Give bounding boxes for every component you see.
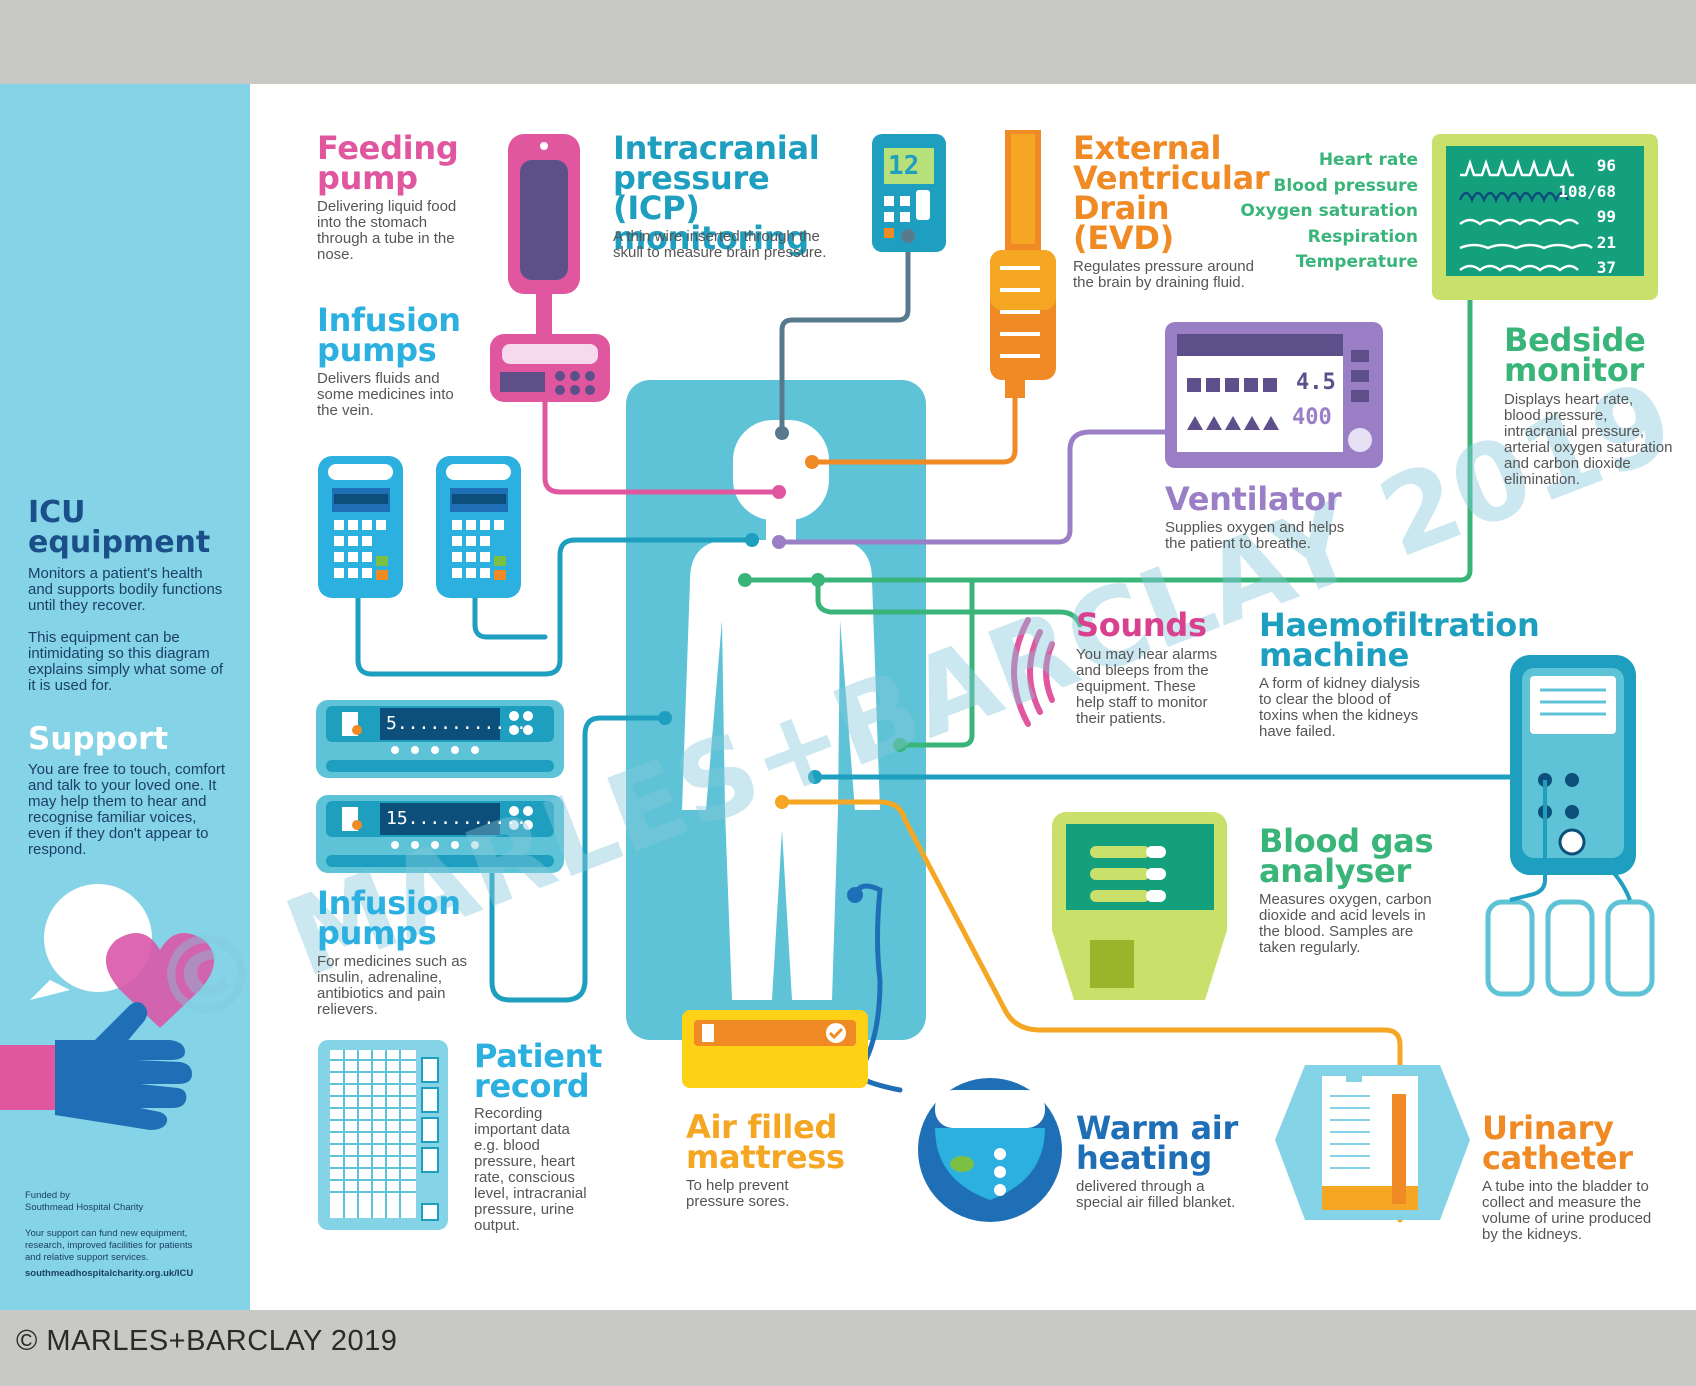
syringe-pump-icon-1	[316, 700, 564, 778]
infusion-pumps-desc-2: For medicines such as insulin, adrenalin…	[317, 953, 468, 1018]
feeding-pump-desc: Delivering liquid food into the stomach …	[317, 198, 457, 263]
bedside-monitor-title: Bedside monitor	[1504, 321, 1646, 389]
syringe-pump-reading-1: 5............	[386, 713, 527, 734]
vital-value-respiration: 21	[1596, 232, 1616, 252]
vital-label-oxygen: Oxygen saturation	[1240, 201, 1418, 221]
vital-label-temperature: Temperature	[1295, 252, 1418, 272]
icp-desc: A thin wire inserted through the skull t…	[613, 228, 827, 261]
icp-monitor-icon	[872, 134, 946, 252]
icu-equipment-title: ICU equipment	[28, 495, 211, 560]
sounds-title: Sounds	[1076, 606, 1207, 644]
vital-value-oxygen: 99	[1596, 207, 1616, 226]
frame-top	[0, 0, 1696, 84]
ventilator-title: Ventilator	[1165, 480, 1342, 518]
support-text: You are free to touch, comfort and talk …	[28, 761, 226, 858]
funded-by-label: Funded by	[25, 1190, 70, 1201]
icp-reading: 12	[888, 151, 920, 181]
infusion-pumps-title-1: Infusion pumps	[317, 301, 461, 369]
patient-figure	[682, 420, 880, 1000]
patient-record-desc: Recording important data e.g. blood pres…	[474, 1105, 587, 1234]
feeding-pump-title: Feeding pump	[317, 129, 459, 197]
footer-copyright: © MARLES+BARCLAY 2019	[16, 1325, 398, 1357]
sounds-icon	[1011, 617, 1055, 727]
patient-record-title: Patient record	[474, 1037, 603, 1105]
ventilator-desc: Supplies oxygen and helps the patient to…	[1165, 519, 1345, 552]
urinary-catheter-title: Urinary catheter	[1482, 1109, 1633, 1177]
urinary-catheter-desc: A tube into the bladder to collect and m…	[1482, 1178, 1652, 1243]
infusion-pump-blue-icon-2	[436, 456, 521, 598]
sounds-desc: You may hear alarms and bleeps from the …	[1076, 646, 1218, 727]
vital-labels: Heart rate Blood pressure Oxygen saturat…	[1200, 150, 1418, 278]
frame-bottom	[0, 1310, 1696, 1386]
vital-value-heart-rate: 96	[1596, 156, 1616, 175]
evd-title: External Ventricular Drain (EVD)	[1073, 129, 1270, 257]
vital-values: 96 108/68 99 21 37	[1546, 156, 1616, 284]
vital-label-respiration: Respiration	[1307, 226, 1418, 247]
bedside-monitor-icon	[1432, 134, 1658, 300]
support-hand-heart-icon	[0, 884, 215, 1130]
vital-value-blood-pressure: 108/68	[1558, 181, 1616, 201]
ventilator-reading-1: 4.5	[1296, 370, 1336, 395]
infusion-pump-pink-icon	[490, 334, 610, 402]
feeding-bag-icon	[508, 134, 580, 334]
haemofiltration-title: Haemofiltration machine	[1259, 606, 1540, 674]
air-mattress-desc: To help prevent pressure sores.	[686, 1177, 790, 1210]
support-title: Support	[28, 721, 169, 757]
warm-air-title: Warm air heating	[1076, 1109, 1238, 1177]
air-mattress-icon	[682, 1010, 868, 1088]
charity-link[interactable]: southmeadhospitalcharity.org.uk/ICU	[25, 1268, 194, 1279]
infusion-pumps-desc-1: Delivers fluids and some medicines into …	[317, 370, 454, 419]
icu-equipment-text-2: This equipment can be intimidating so th…	[28, 629, 224, 694]
ventilator-icon	[1165, 322, 1383, 468]
haemofiltration-machine-icon	[1485, 655, 1655, 997]
icu-equipment-text-1: Monitors a patient's health and supports…	[28, 565, 223, 614]
blood-gas-analyser-icon	[1052, 812, 1227, 1000]
charity-name: Southmead Hospital Charity	[25, 1202, 144, 1213]
urinary-catheter-icon	[1275, 1065, 1470, 1220]
patient-record-icon	[318, 1040, 448, 1230]
blood-gas-desc: Measures oxygen, carbon dioxide and acid…	[1259, 891, 1432, 956]
blood-gas-title: Blood gas analyser	[1259, 822, 1434, 890]
infusion-pumps-title-2: Infusion pumps	[317, 884, 461, 952]
syringe-pump-icon-2	[316, 795, 564, 873]
warm-air-desc: delivered through a special air filled b…	[1076, 1178, 1236, 1211]
evd-desc: Regulates pressure around the brain by d…	[1073, 258, 1254, 291]
vital-label-blood-pressure: Blood pressure	[1273, 175, 1418, 196]
syringe-pump-reading-2: 15...........	[386, 808, 527, 829]
haemofiltration-desc: A form of kidney dialysis to clear the b…	[1259, 675, 1420, 740]
infusion-pump-blue-icon-1	[318, 456, 403, 598]
warm-air-heater-icon	[918, 1078, 1062, 1222]
icp-title: Intracranial pressure (ICP) monitoring	[613, 129, 820, 257]
vital-label-heart-rate: Heart rate	[1318, 150, 1418, 170]
tubes	[355, 232, 1571, 1223]
air-mattress-title: Air filled mattress	[686, 1108, 845, 1176]
connection-dots	[658, 426, 907, 903]
vital-value-temperature: 37	[1596, 258, 1616, 277]
ventilator-reading-2: 400	[1292, 405, 1332, 430]
bedside-monitor-desc: Displays heart rate, blood pressure, int…	[1504, 391, 1673, 488]
support-note: Your support can fund new equipment, res…	[25, 1228, 193, 1263]
evd-drain-icon	[990, 130, 1056, 398]
